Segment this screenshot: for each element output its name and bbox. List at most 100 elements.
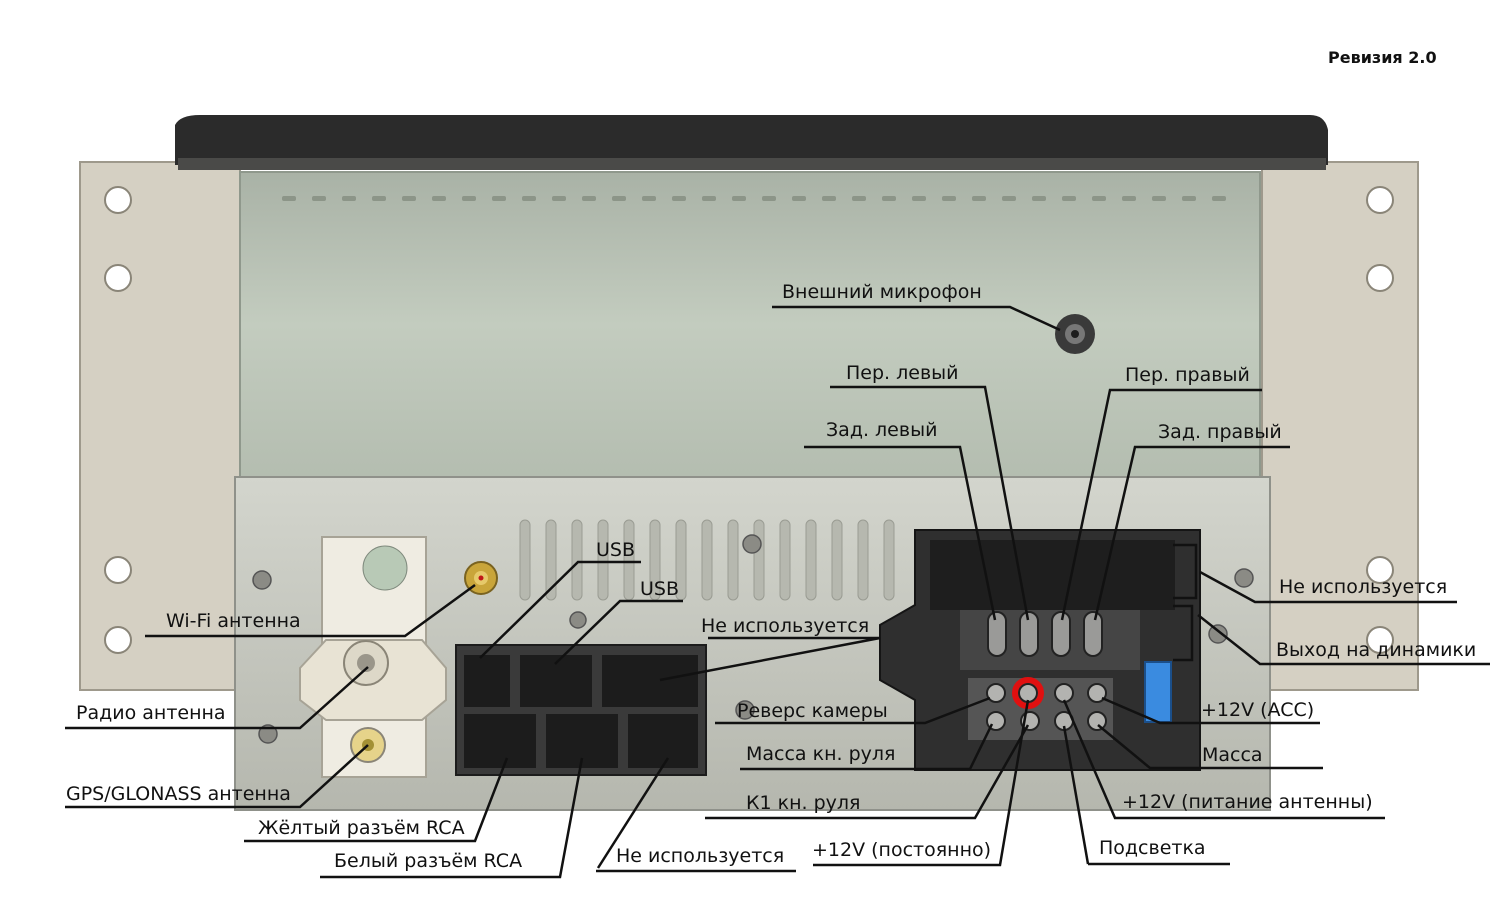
- panel-rib: [857, 519, 869, 601]
- power-pin: [1087, 711, 1107, 731]
- speaker-pins: [987, 611, 1103, 657]
- leader-front-right: [1060, 388, 1262, 621]
- label-ground: Масса: [1202, 744, 1263, 766]
- vent-slot: [852, 196, 866, 201]
- vent-slot: [462, 196, 476, 201]
- power-pin: [986, 683, 1006, 703]
- leader-radio: [65, 666, 369, 730]
- leader-ext-mic: [772, 305, 1061, 332]
- leader-not-used-right-bracket: [1173, 543, 1198, 600]
- leader-speaker-bracket: [1173, 604, 1194, 662]
- leader-gps: [65, 744, 369, 809]
- label-radio-antenna: Радио антенна: [76, 702, 226, 724]
- vent-slot: [732, 196, 746, 201]
- label-reverse-camera: Реверс камеры: [737, 700, 888, 722]
- vent-slot: [372, 196, 386, 201]
- vent-slot: [552, 196, 566, 201]
- panel-rib: [571, 519, 583, 601]
- speaker-pin: [1083, 611, 1103, 657]
- revision-label: Ревизия 2.0: [1328, 48, 1437, 67]
- power-pins: [986, 683, 1107, 731]
- label-white-rca: Белый разъём RCA: [334, 850, 523, 872]
- leader-front-left: [830, 385, 1030, 621]
- panel-rib: [545, 519, 557, 601]
- label-gps-antenna: GPS/GLONASS антенна: [66, 783, 291, 805]
- panel-rib: [753, 519, 765, 601]
- vent-slot: [1092, 196, 1106, 201]
- speaker-pin: [1019, 611, 1039, 657]
- vent-slot: [1182, 196, 1196, 201]
- vent-slot: [282, 196, 296, 201]
- panel-rib: [519, 519, 531, 601]
- leader-rear-left: [804, 445, 997, 621]
- label-not-used-mid: Не используется: [701, 615, 870, 637]
- chassis-vents: [282, 196, 1226, 201]
- label-rear-left: Зад. левый: [826, 419, 938, 441]
- av-connector-block: [455, 644, 707, 776]
- vent-slot: [1152, 196, 1166, 201]
- power-pin: [1087, 683, 1107, 703]
- power-pin: [1054, 683, 1074, 703]
- label-front-right: Пер. правый: [1125, 364, 1250, 386]
- vent-slot: [312, 196, 326, 201]
- leader-ground: [1097, 724, 1323, 770]
- leader-yellow-rca: [244, 757, 509, 843]
- leader-wifi: [145, 583, 476, 638]
- front-bezel: [175, 115, 1328, 165]
- right-bracket: [1261, 161, 1419, 691]
- vent-slot: [432, 196, 446, 201]
- vent-slot: [942, 196, 956, 201]
- leader-speaker-out: [1197, 614, 1490, 666]
- screws: [252, 534, 1254, 744]
- leader-not-used-right: [1199, 570, 1457, 604]
- iso-harness-connector: [879, 529, 1201, 771]
- label-12v-antenna-power: +12V (питание антенны): [1122, 791, 1373, 813]
- leader-not-used-mid: [659, 636, 881, 682]
- vent-slot: [762, 196, 776, 201]
- leader-not-used-bottom-diag: [596, 757, 670, 869]
- vent-slot: [492, 196, 506, 201]
- vent-slot: [342, 196, 356, 201]
- vent-slot: [882, 196, 896, 201]
- leader-reverse-cam: [715, 696, 991, 725]
- vent-slot: [792, 196, 806, 201]
- speaker-pin: [1051, 611, 1071, 657]
- leader-wheel-ground: [740, 723, 994, 771]
- panel-rib: [779, 519, 791, 601]
- label-12v-constant: +12V (постоянно): [812, 839, 992, 861]
- label-backlight: Подсветка: [1099, 837, 1206, 859]
- vent-slot: [1122, 196, 1136, 201]
- vent-slot: [582, 196, 596, 201]
- label-ext-mic: Внешний микрофон: [782, 281, 982, 303]
- vent-slot: [702, 196, 716, 201]
- vent-slot: [1032, 196, 1046, 201]
- vent-slot: [972, 196, 986, 201]
- leader-usb-1: [479, 560, 641, 659]
- label-not-used-bottom: Не используется: [616, 845, 785, 867]
- panel-rib: [805, 519, 817, 601]
- external-mic-jack: [1055, 314, 1095, 354]
- leader-white-rca: [320, 757, 584, 879]
- panel-rib: [883, 519, 895, 601]
- vent-slot: [1212, 196, 1226, 201]
- leader-k1-wheel: [705, 724, 1030, 820]
- vent-slot: [522, 196, 536, 201]
- label-usb-1: USB: [596, 539, 636, 561]
- label-not-used-right: Не используется: [1279, 576, 1448, 598]
- leader-usb-2: [554, 599, 683, 665]
- vent-slot: [912, 196, 926, 201]
- label-front-left: Пер. левый: [846, 362, 959, 384]
- label-k1-wheel: К1 кн. руля: [746, 792, 861, 814]
- panel-rib: [701, 519, 713, 601]
- leader-plus12-antenna: [1062, 699, 1385, 820]
- leader-rear-right: [1093, 445, 1290, 621]
- vent-slot: [642, 196, 656, 201]
- vent-slot: [672, 196, 686, 201]
- vent-slot: [1002, 196, 1016, 201]
- label-rear-right: Зад. правый: [1158, 421, 1282, 443]
- rear-panel-ribs: [519, 519, 895, 601]
- chassis-top: [239, 171, 1261, 478]
- vent-slot: [822, 196, 836, 201]
- label-12v-acc: +12V (ACC): [1201, 699, 1315, 721]
